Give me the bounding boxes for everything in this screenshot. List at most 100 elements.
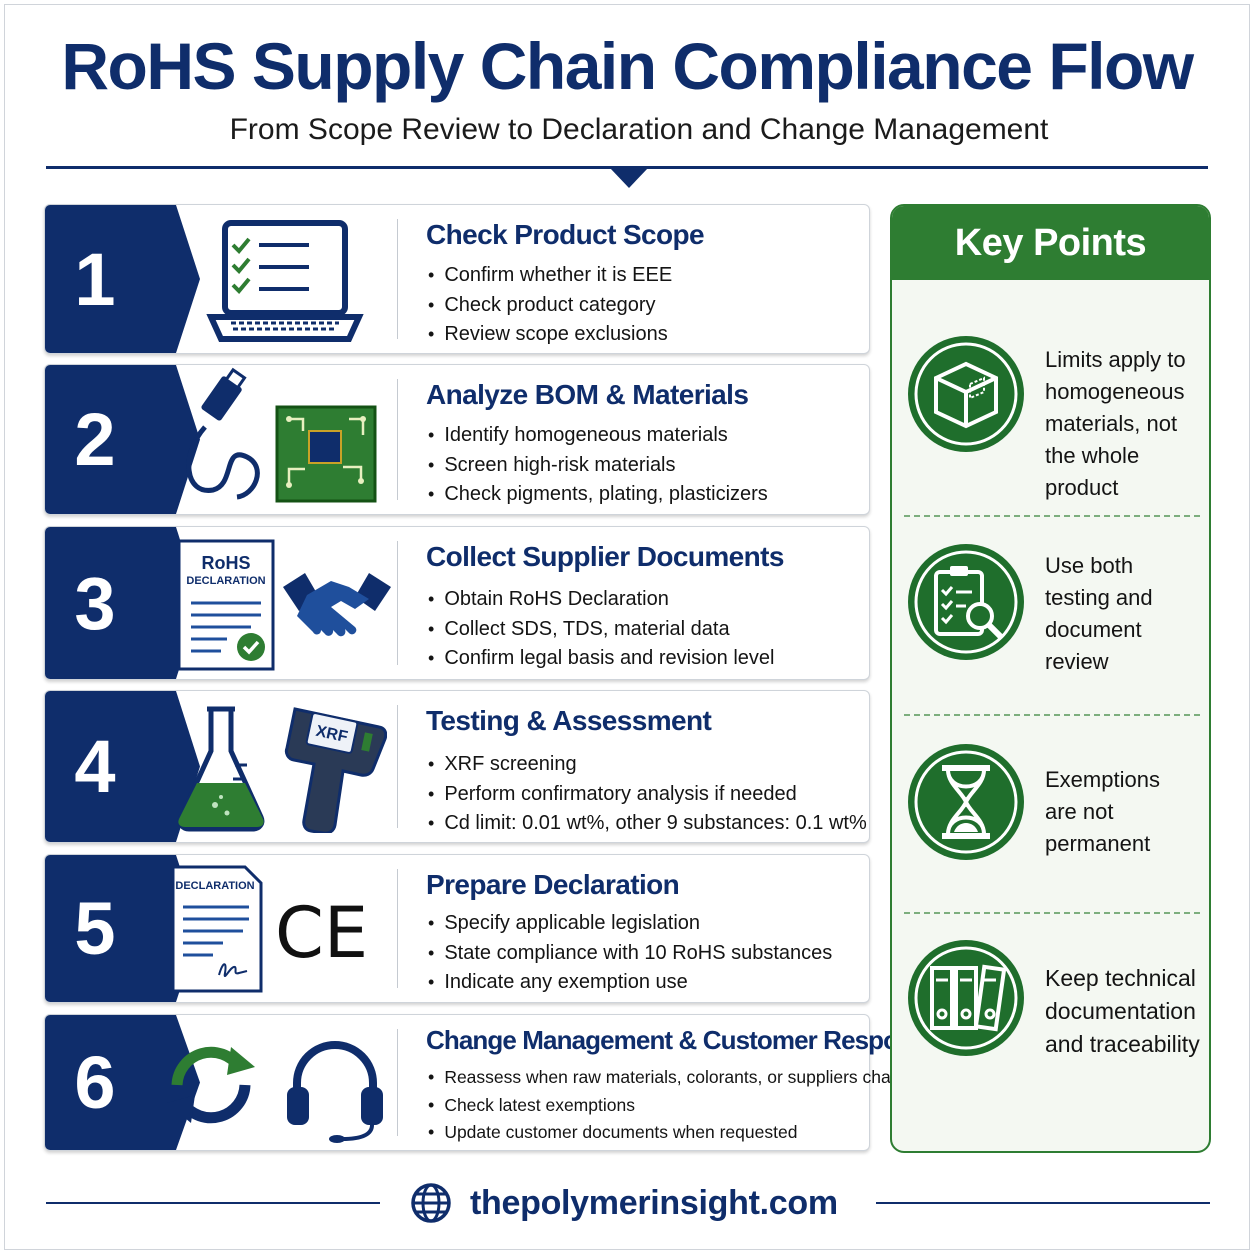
bullet-item: Check pigments, plating, plasticizers	[428, 480, 767, 510]
key-point-line: Exemptions	[1045, 767, 1160, 792]
bullet-item: Obtain RoHS Declaration	[428, 585, 774, 615]
key-points-panel: Key Points Limits apply to homogeneous m…	[890, 204, 1211, 1153]
step-4: 4 XRF Testing & Assessment XRF screening…	[44, 690, 870, 843]
usb-cable-icon	[186, 367, 260, 500]
box-icon	[908, 336, 1024, 452]
bullet-item: Indicate any exemption use	[428, 968, 832, 998]
step-number-badge: 4	[45, 691, 157, 842]
lab-flask-icon	[177, 706, 265, 832]
step-bullets: Obtain RoHS Declaration Collect SDS, TDS…	[428, 585, 774, 674]
circuit-board-icon	[275, 405, 377, 503]
key-point-line: document	[1045, 617, 1142, 642]
page-subtitle: From Scope Review to Declaration and Cha…	[229, 113, 1049, 146]
key-point-line: documentation	[1045, 998, 1196, 1024]
bullet-item: Confirm legal basis and revision level	[428, 644, 774, 674]
step-separator	[397, 541, 398, 665]
step-heading: Testing & Assessment	[426, 705, 712, 736]
document-title: RoHS	[202, 553, 251, 573]
step-number-badge: 6	[45, 1015, 157, 1150]
step-bullets: Specify applicable legislation State com…	[428, 909, 832, 998]
chevron-right-icon	[156, 365, 200, 514]
step-1: 1 Check Product Scope Confirm whether it…	[44, 204, 870, 354]
document-subtitle: DECLARATION	[186, 575, 265, 587]
bullet-item: Update customer documents when requested	[428, 1119, 920, 1147]
key-point-text: Use both testing and document review	[1045, 550, 1153, 678]
bullet-item: Review scope exclusions	[428, 320, 672, 350]
handshake-icon	[283, 573, 391, 637]
step-number-badge: 3	[45, 527, 157, 679]
xrf-label: XRF	[314, 723, 349, 746]
step-bullets: Identify homogeneous materials Screen hi…	[428, 421, 768, 510]
refresh-cycle-icon	[167, 1046, 255, 1124]
bullet-item: Check product category	[428, 291, 672, 321]
step-heading: Check Product Scope	[426, 219, 705, 250]
chevron-right-icon	[156, 205, 200, 353]
bullet-item: Collect SDS, TDS, material data	[428, 615, 774, 645]
step-heading: Collect Supplier Documents	[426, 541, 784, 572]
laptop-checklist-icon	[206, 220, 364, 342]
signed-declaration-icon: DECLARATION	[171, 865, 263, 993]
key-point-line: Limits apply to	[1045, 347, 1186, 372]
footer-divider-left	[46, 1202, 380, 1204]
bullet-item: Check latest exemptions	[428, 1092, 920, 1120]
step-number-badge: 5	[45, 855, 157, 1002]
chevron-down-icon	[610, 168, 648, 188]
bullet-item: Confirm whether it is EEE	[428, 261, 672, 291]
step-bullets: Confirm whether it is EEE Check product …	[428, 261, 672, 350]
dashed-divider	[904, 714, 1200, 716]
step-6: 6 Change Management & Customer Response …	[44, 1014, 941, 1151]
key-point-line: Keep technical	[1045, 965, 1196, 991]
declaration-title: DECLARATION	[175, 880, 254, 892]
dashed-divider	[904, 515, 1200, 517]
headset-icon	[287, 1041, 383, 1143]
step-separator	[397, 379, 398, 500]
footer: thepolymerinsight.com	[410, 1180, 838, 1226]
key-point-line: Use both	[1045, 553, 1134, 578]
globe-icon	[411, 1183, 451, 1223]
key-point-line: homogeneous	[1045, 379, 1185, 404]
xrf-analyzer-icon: XRF	[284, 707, 387, 833]
clipboard-magnifier-icon	[908, 544, 1024, 660]
bullet-item: Reassess when raw materials, colorants, …	[428, 1064, 920, 1092]
step-bullets: Reassess when raw materials, colorants, …	[428, 1064, 920, 1147]
step-number: 6	[74, 1041, 116, 1124]
step-heading: Analyze BOM & Materials	[426, 379, 749, 410]
key-points-title: Key Points	[892, 206, 1209, 280]
page-title: RoHS Supply Chain Compliance Flow	[61, 29, 1194, 103]
bullet-item: Screen high-risk materials	[428, 451, 768, 481]
bullet-item: State compliance with 10 RoHS substances	[428, 939, 832, 969]
key-point-text: Limits apply to homogeneous materials, n…	[1045, 344, 1209, 504]
footer-url[interactable]: thepolymerinsight.com	[470, 1183, 838, 1222]
binders-icon	[908, 940, 1024, 1056]
key-point-line: materials, not	[1045, 411, 1178, 436]
chevron-right-icon	[156, 691, 200, 842]
step-number-badge: 1	[45, 205, 157, 353]
step-number-badge: 2	[45, 365, 157, 514]
key-point-line: review	[1045, 649, 1109, 674]
key-point-line: testing and	[1045, 585, 1153, 610]
step-heading: Prepare Declaration	[426, 869, 680, 900]
step-number: 4	[74, 725, 116, 808]
step-separator	[397, 219, 398, 339]
step-separator	[397, 869, 398, 988]
step-heading: Change Management & Customer Response	[426, 1025, 941, 1055]
ce-mark-icon: CE	[275, 899, 368, 965]
bullet-item: Specify applicable legislation	[428, 909, 832, 939]
bullet-item: Cd limit: 0.01 wt%, other 9 substances: …	[428, 809, 866, 839]
key-point-line: the whole product	[1045, 443, 1140, 500]
key-point-line: are not	[1045, 799, 1114, 824]
key-point-text: Exemptions are not permanent	[1045, 764, 1160, 860]
bullet-item: Perform confirmatory analysis if needed	[428, 780, 867, 810]
step-separator	[397, 1029, 398, 1136]
step-number: 5	[74, 887, 116, 970]
step-2: 2 Analyze BOM & Materials Identify homog…	[44, 364, 870, 515]
hourglass-icon	[908, 744, 1024, 860]
step-5: 5 DECLARATION CE Prepare Declaration Spe…	[44, 854, 870, 1003]
key-point-line: permanent	[1045, 831, 1151, 856]
step-number: 3	[74, 561, 116, 645]
page-frame	[4, 4, 1250, 1250]
dashed-divider	[904, 912, 1200, 914]
key-point-text: Keep technical documentation and traceab…	[1045, 962, 1200, 1061]
step-number: 1	[74, 237, 116, 321]
step-bullets: XRF screening Perform confirmatory analy…	[428, 750, 867, 839]
